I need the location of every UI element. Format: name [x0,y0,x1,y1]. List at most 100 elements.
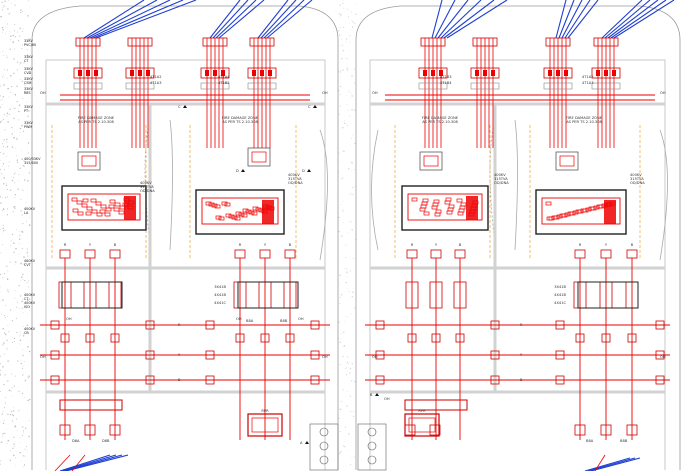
speckle-dot [27,115,29,117]
overhead-line [590,457,641,471]
speckle-dot [340,44,342,46]
speckle-dot [13,341,15,342]
speckle-dot [8,389,11,392]
speckle-dot [7,270,9,272]
speckle-dot [0,85,1,87]
speckle-dot [354,23,356,25]
transformer-detail [234,216,241,221]
speckle-dot [348,291,350,293]
earthing-core [559,155,575,167]
transformer-body [201,197,279,225]
transformer-detail [434,212,441,217]
transformer-detail [77,211,84,216]
speckle-dot [22,279,24,280]
left-label-voltage: 400KV [24,293,36,297]
overhead-line [89,0,171,39]
speckle-dot [14,375,16,377]
hv-equipment [205,320,215,330]
speckle-dot [22,130,25,133]
speckle-dot [0,151,2,153]
breaker-pole [205,70,209,76]
speckle-dot [26,221,27,223]
speckle-dot [346,67,348,69]
left-label-voltage: 400KV [24,259,36,263]
speckle-dot [2,433,4,435]
section-arrow [307,169,311,172]
breaker-pole [213,70,217,76]
overhead-line [587,457,636,471]
overhead-line [257,0,289,39]
speckle-dot [4,314,6,316]
overhead-line [212,0,249,39]
hv-equipment [109,424,121,436]
speckle-dot [344,441,346,442]
speckle-dot [18,110,20,113]
hv-equipment [404,424,416,436]
transformer-detail [114,202,121,207]
speckle-dot [352,187,354,189]
speckle-dot [342,210,344,212]
speckle-dot [14,30,15,32]
speckle-dot [3,152,5,154]
speckle-dot [22,223,24,225]
speckle-dot [347,58,349,60]
speckle-dot [6,349,8,351]
speckle-dot [350,270,352,272]
transformer-body [541,197,621,225]
bus-tag: B8A [246,319,254,323]
fire-zone-ref: AS PER TS 2.10.308 [566,120,602,124]
speckle-dot [18,284,20,287]
transformer-detail [211,203,218,208]
speckle-dot [0,355,1,357]
left-label-equipment: CB [24,331,29,335]
speckle-dot [11,341,14,344]
speckle-dot [15,418,18,420]
speckle-dot [11,395,13,397]
speckle-dot [10,39,12,41]
speckle-dot [18,390,20,392]
overhead-line [431,0,443,39]
phase-label: Y [264,243,267,247]
speckle-dot [0,159,1,161]
cable-label: OH [298,317,304,321]
speckle-dot [29,398,31,401]
phase-label: R [178,323,181,327]
transformer-detail [590,206,597,211]
speckle-dot [7,8,9,10]
speckle-dot [350,313,352,315]
speckle-dot [342,50,344,52]
breaker-pole [483,70,487,76]
left-label-voltage: 33KV [24,87,34,91]
speckle-dot [341,178,343,180]
speckle-dot [3,113,5,116]
legend-symbol [367,441,377,451]
speckle-dot [2,210,4,212]
transformer-detail [420,204,427,209]
speckle-dot [340,294,343,296]
speckle-dot [2,232,4,234]
left-label-voltage: 33KV [24,105,34,109]
hv-equipment [260,333,270,343]
speckle-dot [2,366,4,368]
speckle-dot [10,309,12,311]
speckle-dot [22,30,24,32]
speckle-dot [19,331,21,333]
speckle-dot [17,180,19,182]
speckle-dot [13,446,15,448]
phase-label: R [239,243,242,247]
hv-equipment [600,249,612,259]
speckle-dot [340,70,342,71]
support-frame [543,82,573,90]
speckle-dot [340,451,342,453]
cable-label: OH [372,91,378,95]
transformer-detail [108,204,115,209]
speckle-dot [339,303,341,305]
speckle-dot [17,31,19,33]
hv-equipment [555,375,565,385]
overhead-line [604,0,651,39]
speckle-dot [2,96,4,98]
transformer-detail [221,201,228,206]
speckle-dot [21,214,23,216]
speckle-dot [18,441,20,443]
phase-label: B [289,243,292,247]
